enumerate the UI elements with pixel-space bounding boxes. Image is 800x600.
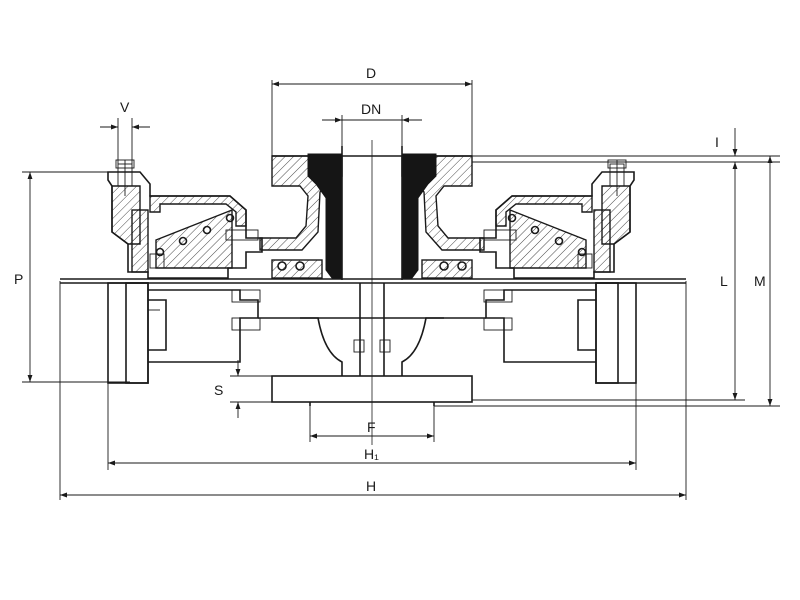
label-H: H [366, 478, 376, 494]
right-housing [479, 159, 635, 279]
seal-rings [271, 259, 473, 279]
label-H1: H₁ [364, 446, 379, 462]
label-P: P [14, 271, 23, 287]
bottom-flange [258, 283, 486, 406]
label-D: D [366, 65, 376, 81]
label-V: V [120, 99, 130, 115]
left-housing [107, 159, 263, 279]
label-F: F [367, 419, 376, 435]
label-L: L [720, 273, 728, 289]
label-M: M [754, 273, 766, 289]
label-I: I [715, 134, 719, 150]
label-S: S [214, 382, 223, 398]
lower-right-body [483, 282, 637, 384]
dimension-lines [22, 80, 780, 500]
label-DN: DN [361, 101, 381, 117]
lower-left-body [107, 282, 261, 384]
